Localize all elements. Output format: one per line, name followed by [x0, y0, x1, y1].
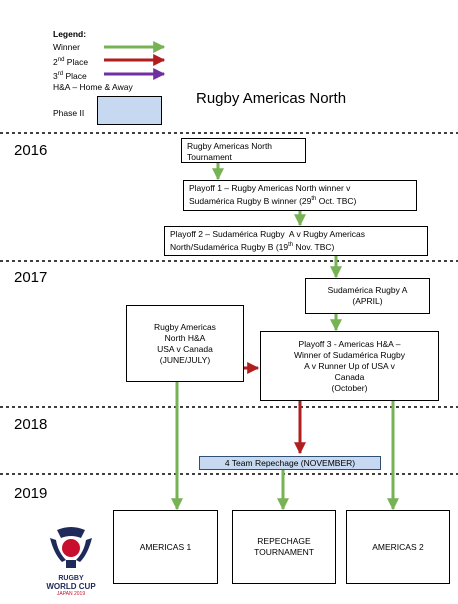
box-repechage-phase2: 4 Team Repechage (NOVEMBER): [199, 456, 381, 470]
legend-phase-swatch: [97, 96, 162, 125]
legend-winner-label: Winner: [53, 42, 80, 52]
year-2016: 2016: [14, 142, 48, 159]
box-sudamerica-a: Sudamérica Rugby A (APRIL): [305, 278, 430, 314]
rwc-logo-line1: RUGBY: [58, 575, 84, 582]
box-playoff2: Playoff 2 – Sudamérica Rugby A v Rugby A…: [164, 226, 428, 256]
box-ran-hna: Rugby Americas North H&A USA v Canada (J…: [126, 305, 244, 382]
rwc-logo: RUGBY WORLD CUP JAPAN 2019: [40, 524, 102, 597]
legend-hna-note: H&A – Home & Away: [53, 82, 133, 92]
rwc-trophy-icon: [50, 527, 92, 568]
legend-second-label: 2nd Place: [53, 56, 89, 67]
box-ran-tournament: Rugby Americas North Tournament: [181, 138, 306, 163]
legend-title: Legend:: [53, 29, 87, 39]
box-americas1: AMERICAS 1: [113, 510, 218, 584]
year-2018: 2018: [14, 416, 48, 433]
year-2019: 2019: [14, 485, 48, 502]
playoff1-line1: Playoff 1 – Rugby Americas North winner …: [189, 183, 351, 193]
box-americas2: AMERICAS 2: [346, 510, 450, 584]
box-playoff3: Playoff 3 - Americas H&A – Winner of Sud…: [260, 331, 439, 401]
playoff2-line1: Playoff 2 – Sudamérica Rugby A v Rugby A…: [170, 229, 365, 239]
year-2017: 2017: [14, 269, 48, 286]
playoff2-line2: North/Sudamérica Rugby B (19th Nov. TBC): [170, 241, 335, 252]
legend-phase-label: Phase II: [53, 108, 85, 118]
playoff1-line2: Sudamérica Rugby B winner (29th Oct. TBC…: [189, 195, 357, 206]
box-playoff1: Playoff 1 – Rugby Americas North winner …: [183, 180, 417, 211]
page-title: Rugby Americas North: [196, 90, 347, 107]
legend-third-label: 3rd Place: [53, 70, 87, 81]
rwc-logo-line2: WORLD CUP: [46, 582, 96, 591]
box-repechage-tournament: REPECHAGE TOURNAMENT: [232, 510, 336, 584]
rwc-logo-line3: JAPAN 2019: [56, 591, 86, 597]
